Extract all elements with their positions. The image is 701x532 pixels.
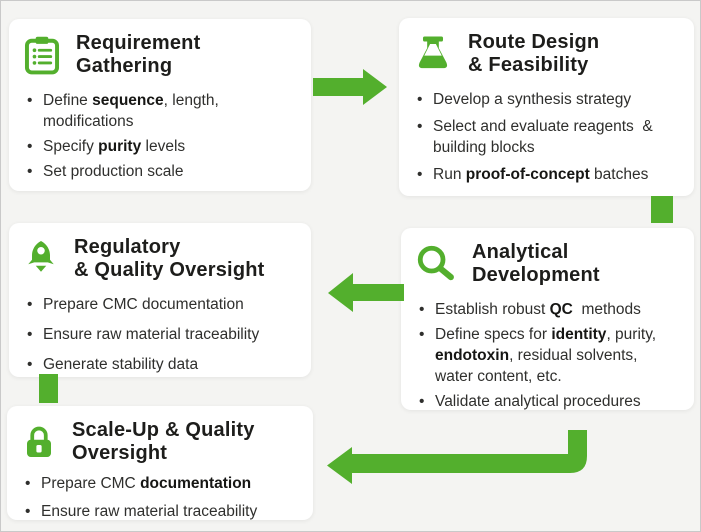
- bullet-item: • Prepare CMC documentation: [23, 294, 299, 315]
- card-header: Scale-Up & Quality Oversight: [21, 419, 301, 465]
- bullet-item: • Establish robust QC methods: [415, 299, 682, 320]
- bullet-dot: •: [419, 301, 425, 318]
- bullet-item: • Ensure raw material traceability: [21, 501, 301, 520]
- bullet-item: • Generate stability data: [23, 354, 299, 375]
- bullet-dot: •: [27, 296, 33, 313]
- bullet-item: • Ensure raw material traceability: [23, 324, 299, 345]
- bullet-text: Develop a synthesis strategy: [433, 91, 632, 108]
- bullet-dot: •: [27, 356, 33, 373]
- bullet-text: Specify purity levels: [43, 138, 186, 155]
- bullet-list: •Define sequence, length, modifications•…: [23, 90, 299, 182]
- bullet-dot: •: [419, 326, 425, 343]
- bullet-item: • Run proof-of-concept batches: [413, 164, 682, 185]
- arrow-elbow-bottom: [327, 430, 587, 484]
- arrow-left-middle: [328, 273, 404, 312]
- rocket-icon: [23, 237, 59, 281]
- card-scale-up-quality-oversight: Scale-Up & Quality Oversight • Prepare CM…: [7, 406, 313, 520]
- bullet-dot: •: [27, 92, 33, 109]
- lock-icon: [21, 422, 57, 462]
- bullet-dot: •: [417, 91, 423, 108]
- bullet-dot: •: [25, 503, 31, 520]
- magnifier-icon: [415, 243, 457, 285]
- bullet-text: Define specs for identity, purity, endot…: [435, 326, 657, 385]
- connector-square-left: [39, 374, 58, 403]
- bullet-text: Prepare CMC documentation: [41, 475, 252, 492]
- bullet-item: • Develop a synthesis strategy: [413, 89, 682, 110]
- card-requirement-gathering: Requirement Gathering • Define sequence, …: [9, 19, 311, 191]
- bullet-text: Prepare CMC documentation: [43, 296, 244, 313]
- bullet-dot: •: [27, 138, 33, 155]
- bullet-text: Run proof-of-concept batches: [433, 166, 649, 183]
- arrow-right-top: [313, 69, 387, 105]
- bullet-dot: •: [27, 326, 33, 343]
- card-title: Analytical Development: [472, 241, 600, 286]
- bullet-item: • Define sequence, length, modifications: [23, 90, 299, 132]
- bullet-list: • Prepare CMC documentation • Ensure raw ma…: [23, 294, 299, 375]
- bullet-text: Validate analytical procedures: [435, 393, 641, 410]
- card-analytical-development: Analytical Development • Establish robust…: [401, 228, 694, 410]
- card-regulatory-quality-oversight: Regulatory & Quality Oversight • Prepare …: [9, 223, 311, 377]
- bullet-text: Ensure raw material traceability: [43, 326, 260, 343]
- bullet-item: • Select and evaluate reagents & building…: [413, 116, 682, 158]
- clipboard-checklist-icon: [23, 34, 61, 76]
- bullet-dot: •: [27, 163, 33, 180]
- bullet-text: Ensure raw material traceability: [41, 503, 258, 520]
- bullet-text: Establish robust QC methods: [435, 301, 641, 318]
- bullet-text: Set production scale: [43, 163, 184, 180]
- card-title: Regulatory & Quality Oversight: [74, 236, 265, 281]
- card-header: Route Design & Feasibility: [413, 31, 682, 77]
- bullet-item: • Prepare CMC documentation: [21, 473, 301, 494]
- card-header: Analytical Development: [415, 241, 682, 287]
- bullet-list: • Establish robust QC methods • Define spec…: [415, 299, 682, 410]
- bullet-list: • Prepare CMC documentation • Ensure raw ma…: [21, 473, 301, 520]
- card-route-design-feasibility: Route Design & Feasibility • Develop a sy…: [399, 18, 694, 196]
- bullet-dot: •: [417, 166, 423, 183]
- card-title: Route Design & Feasibility: [468, 31, 600, 76]
- bullet-text: Define sequence, length, modifications: [43, 92, 219, 130]
- bullet-item: • Set production scale: [23, 161, 299, 182]
- card-header: Regulatory & Quality Oversight: [23, 236, 299, 282]
- bullet-text: Select and evaluate reagents & building …: [433, 118, 653, 156]
- bullet-list: • Develop a synthesis strategy • Select and…: [413, 89, 682, 185]
- card-title: Requirement Gathering: [76, 32, 201, 77]
- bullet-dot: •: [419, 393, 425, 410]
- bullet-item: • Validate analytical procedures: [415, 391, 682, 410]
- connector-square-right: [651, 196, 673, 223]
- flask-icon: [413, 31, 453, 77]
- bullet-dot: •: [25, 475, 31, 492]
- bullet-item: • Define specs for identity, purity, endo…: [415, 324, 682, 387]
- card-header: Requirement Gathering: [23, 32, 299, 78]
- card-title: Scale-Up & Quality Oversight: [72, 419, 255, 464]
- bullet-dot: •: [417, 118, 423, 135]
- bullet-text: Generate stability data: [43, 356, 199, 373]
- bullet-item: • Specify purity levels: [23, 136, 299, 157]
